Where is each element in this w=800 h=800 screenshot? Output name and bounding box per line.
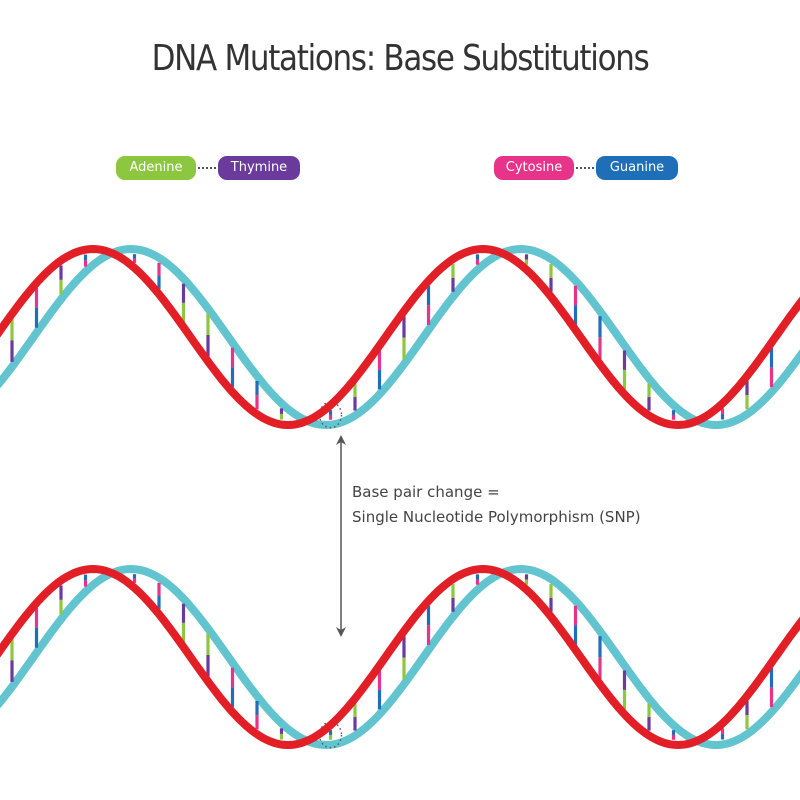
strand-blue	[0, 564, 800, 750]
snp-caption-line-2: Single Nucleotide Polymorphism (SNP)	[352, 508, 641, 526]
snp-caption: Base pair change = Single Nucleotide Pol…	[352, 480, 641, 530]
snp-caption-line-1: Base pair change =	[352, 483, 500, 501]
legend-cytosine: Cytosine	[494, 156, 574, 180]
strand-red	[0, 564, 800, 750]
legend-guanine: Guanine	[596, 156, 678, 180]
dna-helix-original	[0, 244, 800, 430]
strand-blue	[0, 244, 800, 430]
page-title: DNA Mutations: Base Substitutions	[151, 38, 650, 79]
legend-connector-cg	[576, 167, 594, 169]
legend-adenine: Adenine	[116, 156, 196, 180]
legend-connector-at	[198, 167, 216, 169]
legend-thymine: Thymine	[218, 156, 300, 180]
dna-helix-mutated	[0, 564, 800, 750]
strand-red	[0, 244, 800, 430]
